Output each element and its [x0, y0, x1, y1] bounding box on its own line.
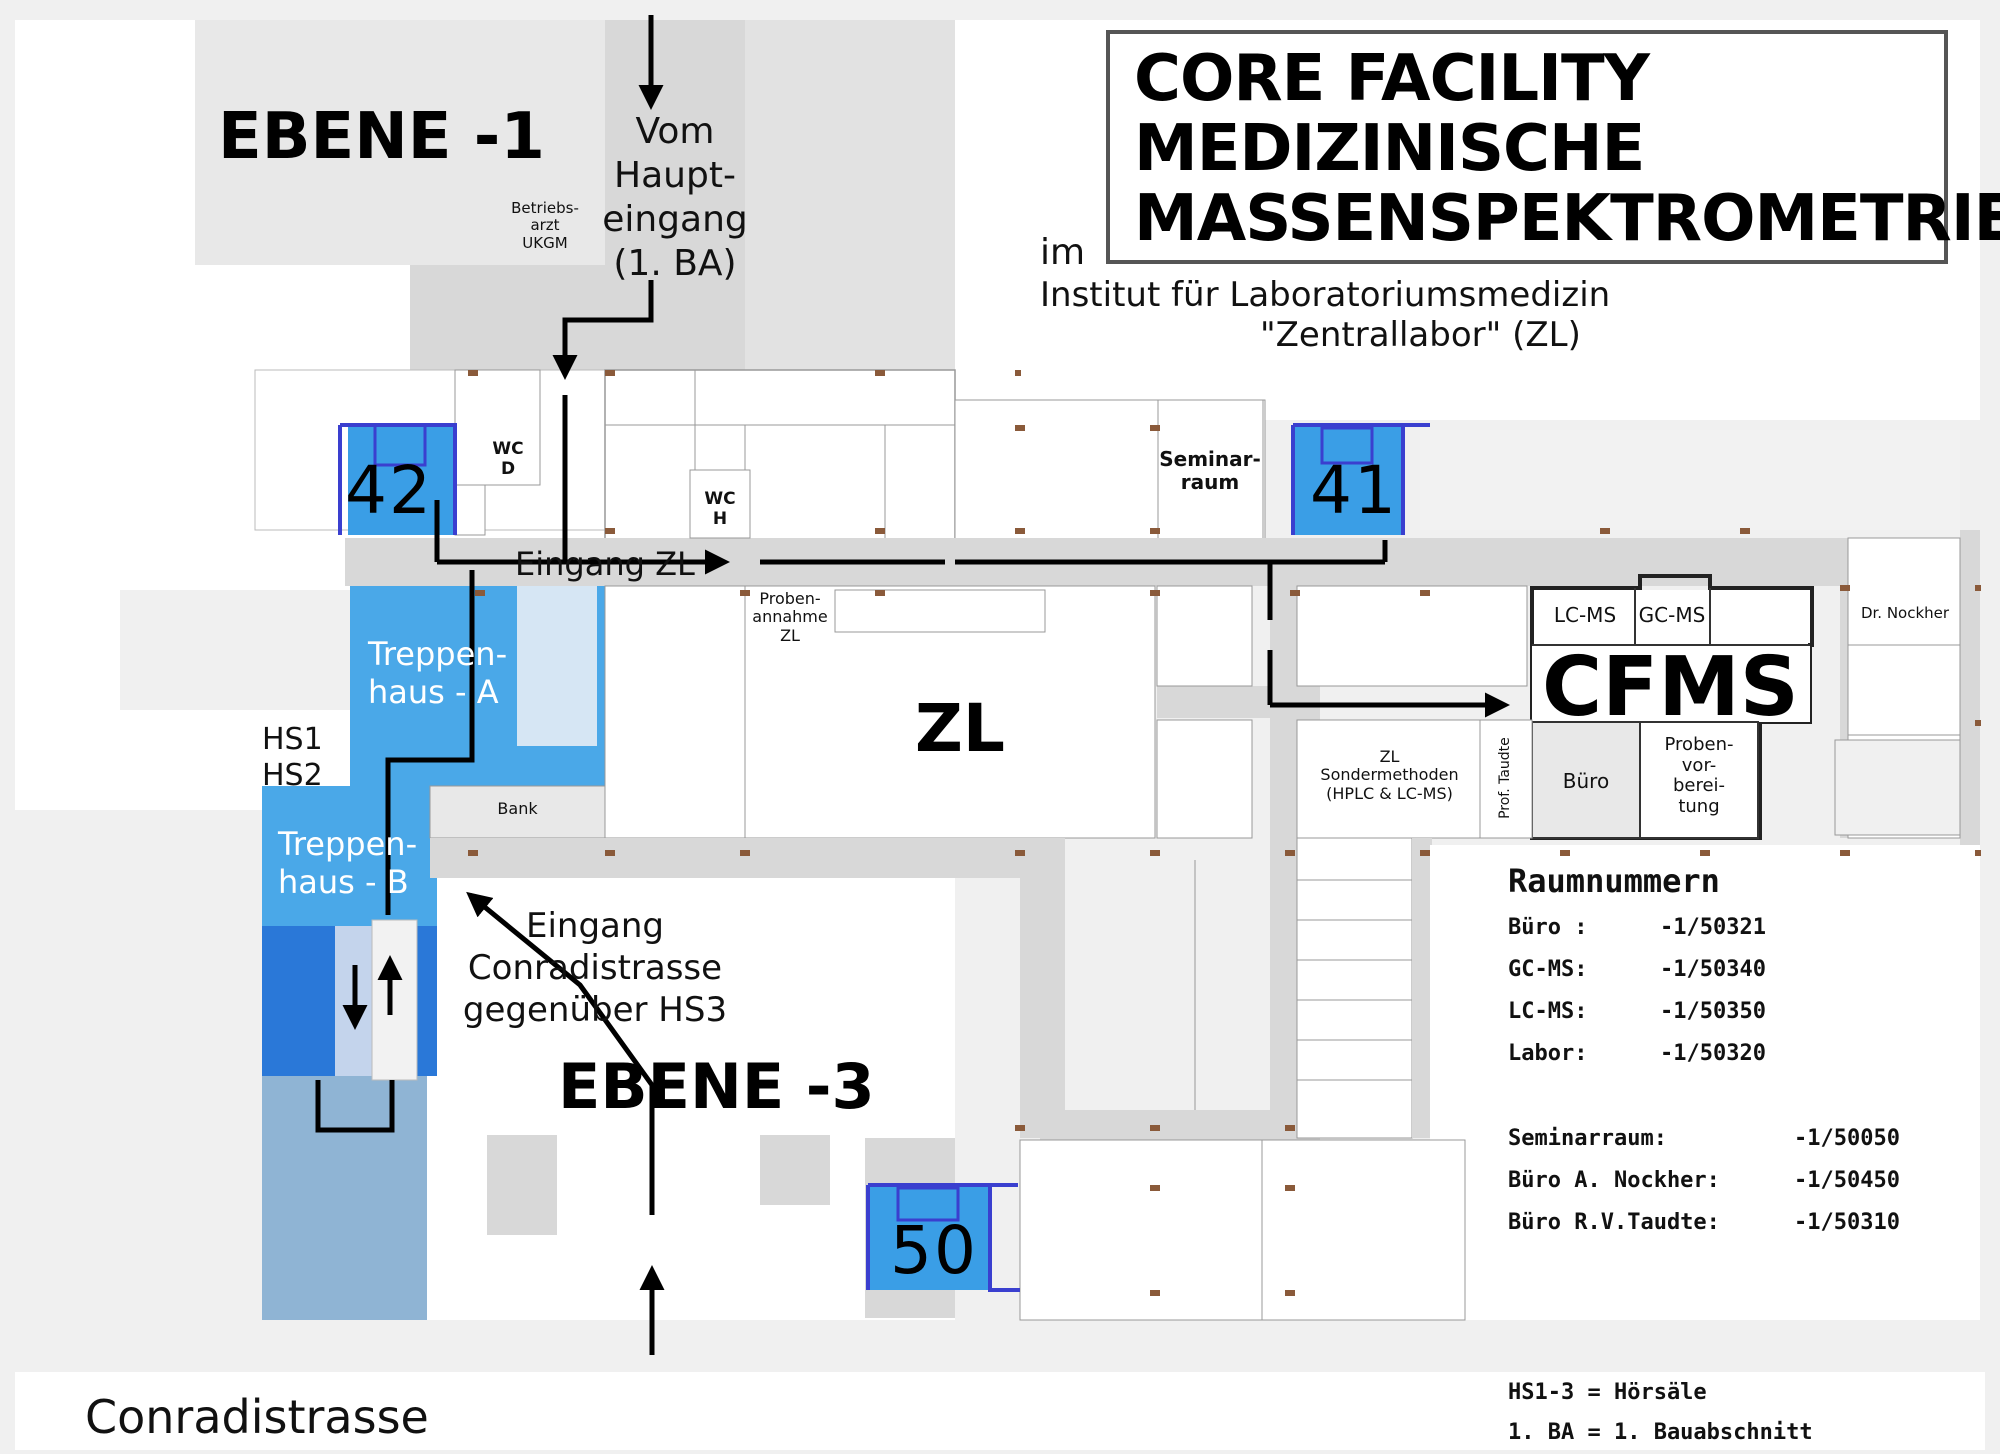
lc-ms-label: LC-MS	[1553, 603, 1617, 627]
main-entrance-corridor	[605, 20, 745, 370]
buero-label: Büro	[1562, 769, 1610, 793]
main-entrance-label: Vom Haupt- eingang (1. BA)	[602, 111, 748, 284]
bank	[429, 785, 606, 839]
street-band	[15, 1372, 1985, 1450]
title-line-3: MASSENSPEKTROMETRIE	[1134, 182, 2000, 256]
legend-ba: 1. BA = 1. Bauabschnitt	[1508, 1420, 1813, 1445]
hs-label: HS1 HS2	[262, 722, 323, 793]
street-label: Conradistrasse	[85, 1390, 429, 1444]
treppenhaus-b-label: Treppen- haus - B	[278, 825, 418, 902]
room-number-row: Labor:-1/50320	[1508, 1041, 1766, 1066]
room-number-row: Büro :-1/50321	[1508, 915, 1766, 940]
elevator-41	[1293, 425, 1403, 535]
buero-room	[1531, 721, 1641, 839]
elevator-41-label: 41	[1310, 452, 1398, 529]
wc-h-label: WC H	[704, 489, 736, 529]
prof-taudte-label: Prof. Taudte	[1496, 737, 1513, 819]
zl-entrance-label: Eingang ZL	[515, 545, 695, 583]
institute-name: Institut für Laboratoriumsmedizin	[1040, 275, 1611, 315]
betriebsarzt-label: Betriebs- arzt UKGM	[511, 199, 579, 252]
level-label-upper: EBENE -1	[218, 100, 545, 174]
institute-im: im	[1040, 232, 1086, 273]
elevator-50	[868, 1185, 988, 1290]
conradi-entrance-label: Eingang Conradistrasse gegenüber HS3	[462, 906, 728, 1030]
title-line-1: CORE FACILITY	[1134, 42, 1650, 116]
treppenhaus-b	[262, 786, 437, 926]
seminarraum-label: Seminar- raum	[1159, 447, 1261, 494]
room-number-row: Seminarraum:-1/50050	[1508, 1126, 1900, 1151]
bank-label: Bank	[497, 799, 538, 818]
wc-d-label: WC D	[492, 439, 524, 479]
title-box: CORE FACILITY MEDIZINISCHE MASSENSPEKTRO…	[1106, 30, 2000, 264]
column-markers	[468, 370, 1981, 1296]
room-numbers-heading: Raumnummern	[1508, 862, 1720, 900]
title-line-2: MEDIZINISCHE	[1134, 112, 1645, 186]
cfms-label: CFMS	[1542, 640, 1799, 735]
level-label-lower: EBENE -3	[558, 1050, 875, 1123]
elevator-42-label: 42	[345, 452, 433, 529]
treppenhaus-a-label: Treppen- haus - A	[368, 635, 508, 712]
zl-sondermethoden	[1296, 719, 1483, 839]
prof-taudte-room	[1479, 719, 1533, 839]
room-number-row: Büro R.V.Taudte:-1/50310	[1508, 1210, 1900, 1235]
gc-ms-label: GC-MS	[1638, 603, 1706, 627]
route-lines	[315, 15, 1510, 1355]
legend-hs: HS1-3 = Hörsäle	[1508, 1380, 1707, 1405]
room-number-row: LC-MS:-1/50350	[1508, 999, 1766, 1024]
seminarraum	[1157, 399, 1264, 541]
probenannahme-label: Proben- annahme ZL	[752, 589, 828, 645]
zl-sondermethoden-label: ZL Sondermethoden (HPLC & LC-MS)	[1320, 747, 1459, 803]
room-number-row: Büro A. Nockher:-1/50450	[1508, 1168, 1900, 1193]
room-number-row: GC-MS:-1/50340	[1508, 957, 1766, 982]
institute-zl: "Zentrallabor" (ZL)	[1260, 315, 1581, 355]
elevator-50-label: 50	[890, 1212, 978, 1289]
zl-label: ZL	[915, 690, 1005, 767]
probenvorbereitung-label: Proben- vor- berei- tung	[1664, 734, 1734, 818]
dr-nockher-label: Dr. Nockher	[1860, 604, 1950, 622]
probenvorbereitung-room	[1639, 721, 1759, 839]
betriebsarzt-block	[195, 20, 605, 265]
